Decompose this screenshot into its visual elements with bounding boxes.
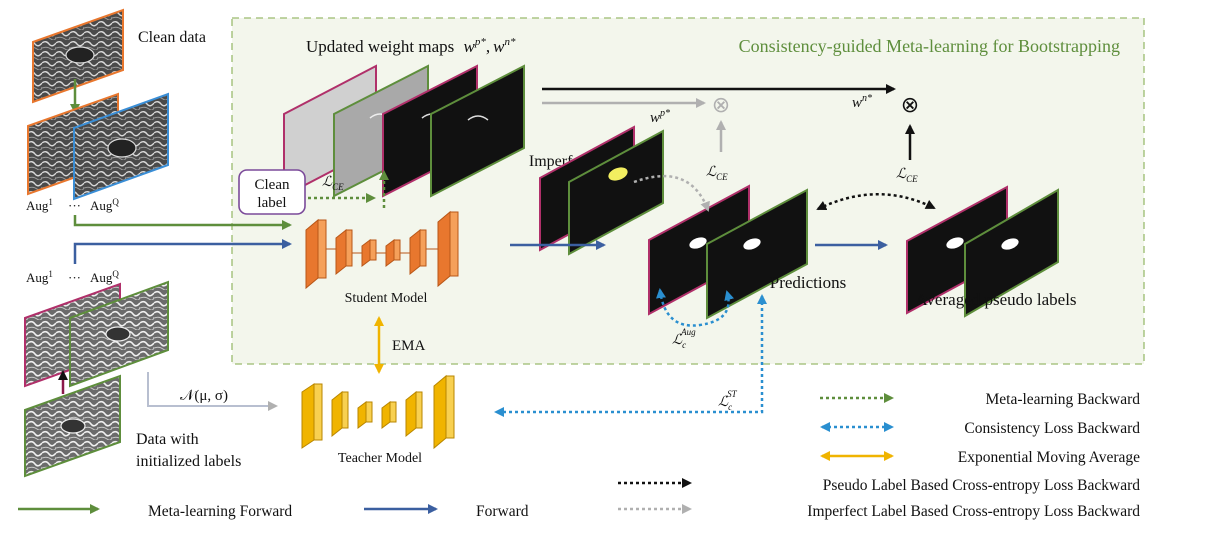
student-model (305, 210, 459, 290)
aug-q-labeled-image (69, 280, 169, 388)
imperfect-ce-backward-arrow (633, 174, 710, 212)
averaged-pseudo-label: Averaged pseudo labels (915, 290, 1076, 309)
initialized-labels-label: initialized labels (136, 453, 241, 470)
pseudo-ce-backward-arrow (816, 193, 936, 211)
teacher-model (301, 374, 455, 450)
otimes-black-icon: ⊗ (901, 93, 919, 118)
legend-forward: Forward (476, 503, 529, 520)
svg-text:AugQ: AugQ (90, 269, 119, 285)
consistency-st-arrow (494, 294, 767, 417)
region-title: Consistency-guided Meta-learning for Boo… (739, 36, 1120, 56)
imperfect-ce-loss: ℒCE (706, 165, 728, 182)
legend-imperfect-backward: Imperfect Label Based Cross-entropy Loss… (807, 503, 1140, 520)
weight-p-label: wp* (650, 108, 670, 126)
initialized-data-image (24, 374, 121, 478)
clean-data-image (32, 8, 124, 104)
svg-text:Aug1: Aug1 (26, 197, 53, 213)
svg-text:···: ··· (68, 270, 81, 285)
weight-n-label: wn* (852, 93, 872, 111)
otimes-gray-icon: ⊗ (712, 93, 730, 118)
noise-arrow (147, 372, 278, 411)
legend-left: Meta-learning Forward Forward (18, 503, 529, 520)
noise-label: 𝒩(μ, σ) (180, 388, 228, 404)
updated-weight-maps-label: Updated weight maps wp*,wn* (306, 36, 516, 56)
forward-arrow-left (73, 239, 292, 264)
meta-forward-arrow-top (73, 215, 292, 230)
legend-meta-backward: Meta-learning Backward (985, 391, 1140, 408)
consistency-st-loss: ℒcST (718, 389, 738, 412)
legend-pseudo-backward: Pseudo Label Based Cross-entropy Loss Ba… (823, 477, 1141, 494)
svg-text:AugQ: AugQ (90, 197, 119, 213)
clean-label-text-1: Clean (255, 177, 290, 193)
clean-data-label: Clean data (138, 29, 206, 46)
legend-consistency-backward: Consistency Loss Backward (964, 420, 1140, 437)
pseudo-ce-loss: ℒCE (896, 167, 918, 184)
svg-text:Aug1: Aug1 (26, 269, 53, 285)
imperfect-label-image-2 (568, 129, 664, 256)
clean-label-box (238, 169, 306, 215)
legend-right: Meta-learning Backward Consistency Loss … (618, 391, 1140, 520)
legend-meta-forward: Meta-learning Forward (148, 503, 292, 520)
student-model-label: Student Model (345, 291, 428, 306)
aug-labels-bottom: Aug1 ··· AugQ (26, 269, 119, 285)
predictions-label: Predictions (770, 273, 847, 292)
legend-ema: Exponential Moving Average (958, 449, 1140, 466)
clean-ce-loss: ℒCE (322, 175, 344, 192)
weight-map-4 (430, 64, 525, 198)
ema-label: EMA (392, 338, 426, 354)
teacher-model-label: Teacher Model (338, 451, 422, 466)
data-with-label: Data with (136, 431, 199, 448)
averaged-pseudo-image-2 (964, 188, 1059, 318)
aug-labels-top: Aug1 ··· AugQ (26, 197, 119, 213)
aug-q-image (73, 92, 169, 201)
svg-text:···: ··· (68, 198, 81, 213)
clean-label-text-2: label (257, 195, 286, 211)
